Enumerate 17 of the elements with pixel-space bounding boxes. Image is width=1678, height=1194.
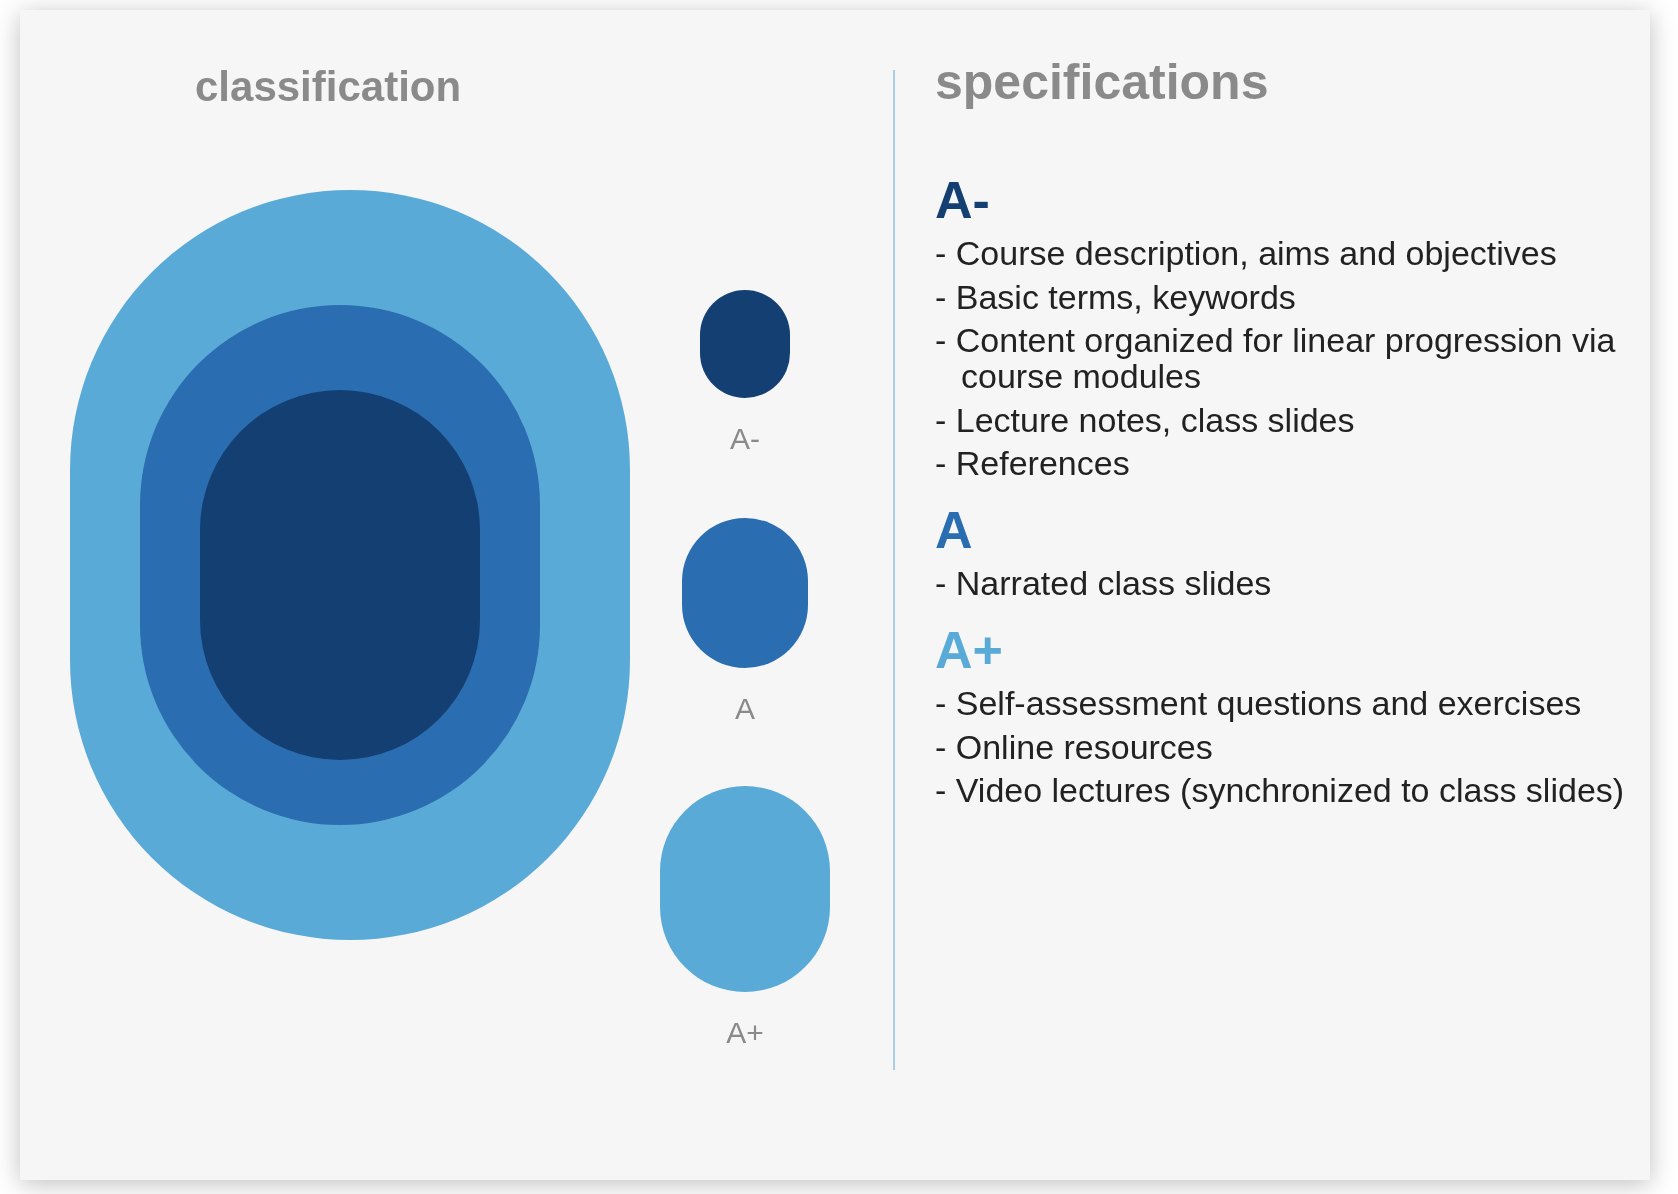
grade-label: A: [735, 691, 755, 727]
grade-heading: A-: [935, 174, 991, 226]
list-item: - Content organized for linear progression via course modules: [935, 323, 1617, 395]
grade-label: A+: [726, 1015, 764, 1051]
column-heading: specifications: [935, 53, 1270, 112]
grade-heading: A: [935, 504, 974, 557]
list-item: - References: [935, 446, 1131, 483]
grade-label: A-: [730, 421, 760, 457]
list-item: - Video lectures (synchronized to class slides): [935, 773, 1626, 809]
list-item: - Basic terms, keywords: [935, 279, 1297, 316]
list-item: - Lecture notes, class slides: [935, 402, 1356, 439]
column-heading: classification: [195, 62, 462, 112]
list-item: - Course description, aims and objectives: [935, 236, 1558, 272]
grade-heading: A+: [935, 623, 1004, 676]
list-item: - Self-assessment questions and exercises: [935, 685, 1583, 722]
list-item: - Narrated class slides: [935, 566, 1273, 602]
list-item: - Online resources: [935, 729, 1214, 766]
